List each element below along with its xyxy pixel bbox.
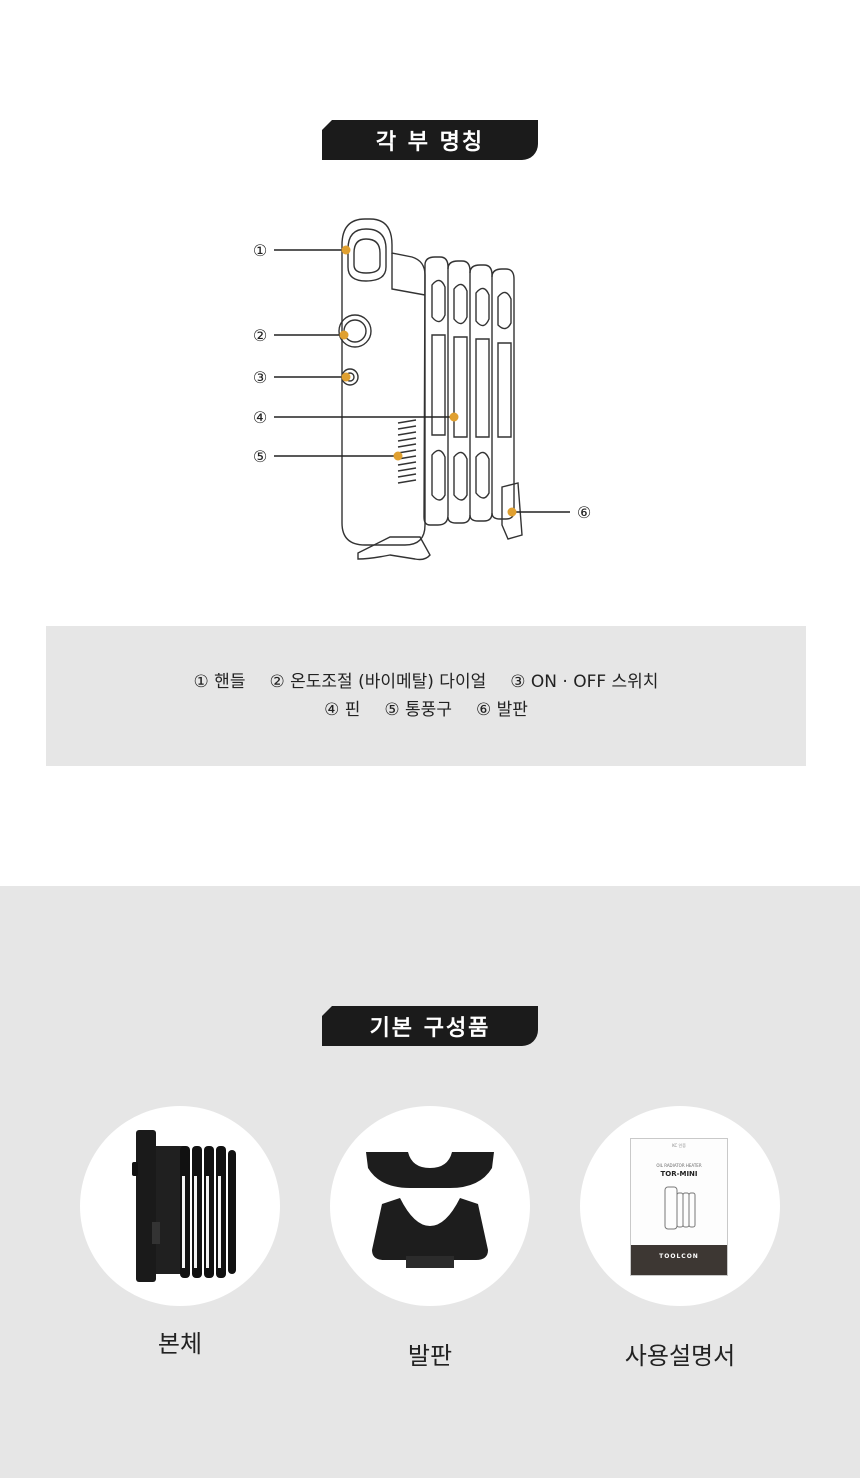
manual-subtitle: OIL RADIATOR HEATER — [656, 1163, 702, 1168]
manual-heater-image — [664, 1186, 696, 1230]
manual-brand: TOOLCON — [659, 1253, 699, 1260]
legend-handle: ① 핸들 — [193, 672, 246, 692]
marker-dot-2 — [339, 330, 349, 340]
marker-dot-4 — [449, 412, 459, 422]
parts-title: 각 부 명칭 — [322, 120, 538, 160]
legend-switch: ③ ON · OFF 스위치 — [510, 672, 659, 692]
manual-photo: KC 인증 OIL RADIATOR HEATER TOR-MINI TOOLC… — [580, 1106, 780, 1306]
marker-dot-1 — [341, 245, 351, 255]
callout-5: ⑤ — [253, 447, 267, 466]
legend-row-1: ① 핸들 ② 온도조절 (바이메탈) 다이얼 ③ ON · OFF 스위치 — [194, 668, 659, 696]
callout-1: ① — [253, 241, 267, 260]
heater-diagram: ① ② ③ ④ ⑤ ⑥ — [253, 218, 591, 561]
legend-fin: ④ 핀 — [324, 700, 361, 720]
manual-top-text: KC 인증 — [672, 1143, 686, 1148]
parts-section: 각 부 명칭 — [46, 120, 806, 766]
legend-foot: ⑥ 발판 — [475, 700, 528, 720]
legend-dial: ② 온도조절 (바이메탈) 다이얼 — [269, 672, 487, 692]
callout-3: ③ — [253, 368, 267, 387]
legend-vent: ⑤ 통풍구 — [384, 700, 452, 720]
callout-2: ② — [253, 326, 267, 345]
heater-body-photo — [80, 1106, 280, 1306]
marker-dot-6 — [507, 507, 517, 517]
kit-label-manual: 사용설명서 — [624, 1342, 736, 1370]
manual-footer: TOOLCON — [631, 1245, 727, 1275]
heater-feet-photo — [330, 1106, 530, 1306]
manual-cover: KC 인증 OIL RADIATOR HEATER TOR-MINI TOOLC… — [630, 1138, 728, 1276]
callout-4: ④ — [253, 408, 267, 427]
marker-dot-5 — [393, 451, 403, 461]
kit-item-feet: 발판 — [330, 1106, 530, 1371]
legend-row-2: ④ 핀 ⑤ 통풍구 ⑥ 발판 — [324, 696, 528, 724]
marker-dot-3 — [341, 372, 351, 382]
callout-6: ⑥ — [577, 503, 591, 522]
kit-item-body: 본체 — [80, 1106, 280, 1359]
kit-item-manual: KC 인증 OIL RADIATOR HEATER TOR-MINI TOOLC… — [580, 1106, 780, 1371]
kit-label-body: 본체 — [157, 1330, 203, 1358]
parts-legend: ① 핸들 ② 온도조절 (바이메탈) 다이얼 ③ ON · OFF 스위치 ④ … — [46, 626, 806, 766]
kit-label-feet: 발판 — [407, 1342, 453, 1370]
manual-model: TOR-MINI — [660, 1170, 698, 1178]
kit-title: 기본 구성품 — [322, 1006, 538, 1046]
